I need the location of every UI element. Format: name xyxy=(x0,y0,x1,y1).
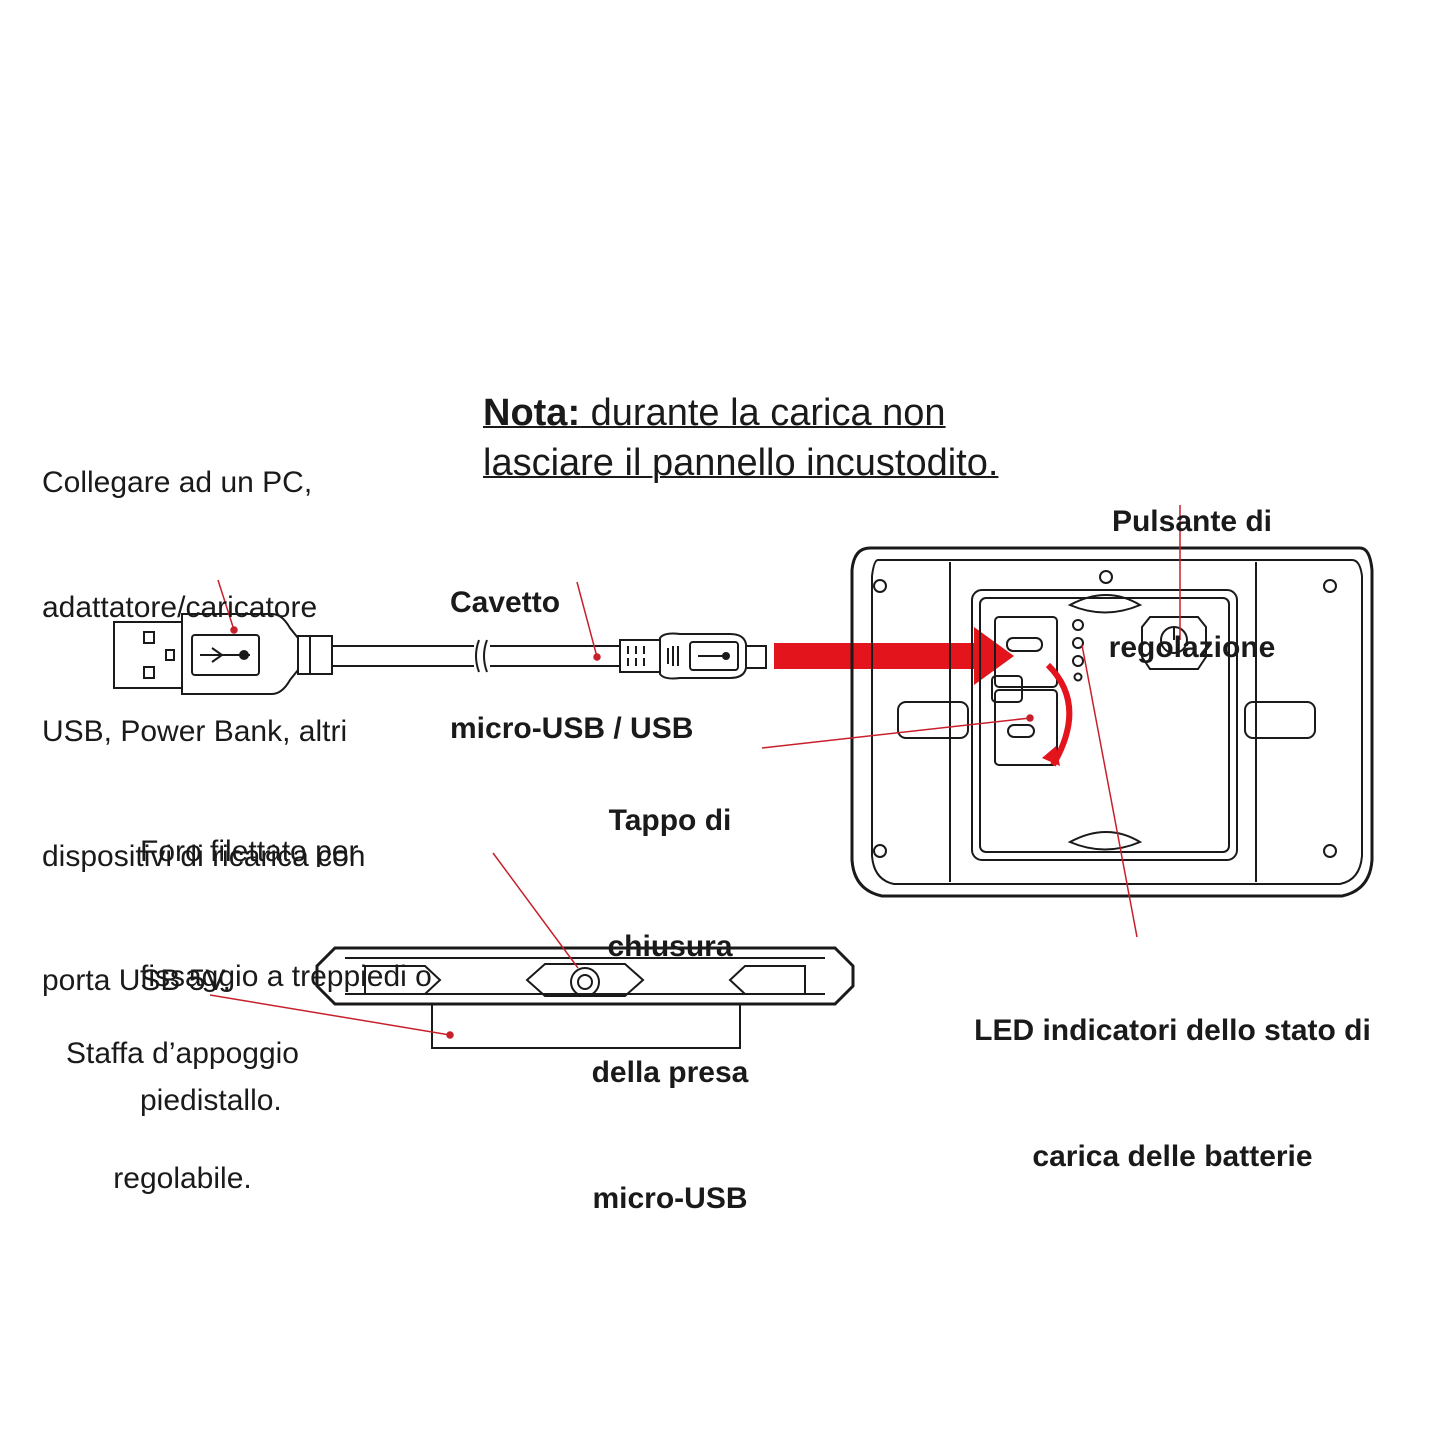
note-line2: lasciare il pannello incustodito. xyxy=(483,442,999,484)
usb-a-plug xyxy=(113,613,333,695)
cap-label: Tappo di chiusura della presa micro-USB xyxy=(560,716,780,1262)
cable-line: Cavetto xyxy=(450,586,561,619)
cap-line: micro-USB xyxy=(592,1182,748,1215)
note-line1: durante la carica non xyxy=(580,392,946,434)
device-side-view xyxy=(315,946,855,1049)
connect-line: adattatore/caricatore xyxy=(42,590,318,624)
connect-label: Collegare ad un PC, adattatore/caricator… xyxy=(42,379,365,1043)
cap-line: della presa xyxy=(591,1056,749,1089)
led-line: carica delle batterie xyxy=(1032,1140,1313,1173)
thread-line: fissaggio a treppiedi o xyxy=(140,959,432,993)
led-line: LED indicatori dello stato di xyxy=(974,1014,1371,1047)
usb-icon xyxy=(200,647,250,663)
button-label: Pulsante di regolazione xyxy=(1082,417,1302,711)
connect-line: dispositivi di ricarica con xyxy=(42,839,366,873)
stand-label: Staffa d’appoggio regolabile. xyxy=(30,950,335,1241)
device-back-view xyxy=(850,546,1374,898)
note-label: Nota: xyxy=(483,392,581,434)
stand-line: Staffa d’appoggio xyxy=(66,1037,299,1070)
thread-line: piedistallo. xyxy=(140,1084,282,1117)
cable xyxy=(332,632,767,680)
connect-line: USB, Power Bank, altri xyxy=(42,715,348,748)
stand-line: regolabile. xyxy=(113,1161,252,1195)
cap-rotate-arrow xyxy=(1045,662,1073,767)
button-line: Pulsante di xyxy=(1111,505,1273,538)
connect-line: Collegare ad un PC, xyxy=(42,466,313,499)
charging-note: Nota: durante la carica non lasciare il p… xyxy=(483,388,998,488)
led-label: LED indicatori dello stato di carica del… xyxy=(940,926,1405,1220)
leader-lines xyxy=(209,505,1181,1039)
cap-line: chiusura xyxy=(607,930,733,963)
button-line: regolazione xyxy=(1108,631,1276,664)
cable-line: micro-USB / USB xyxy=(450,712,694,745)
thread-label: Foro filettato per fissaggio a treppiedi… xyxy=(140,748,432,1163)
cap-line: Tappo di xyxy=(608,804,732,837)
insert-arrow xyxy=(774,627,1014,685)
thread-line: Foro filettato per xyxy=(140,835,359,868)
cable-label: Cavetto micro-USB / USB xyxy=(450,498,693,792)
connect-line: porta USB 5V. xyxy=(42,964,232,997)
